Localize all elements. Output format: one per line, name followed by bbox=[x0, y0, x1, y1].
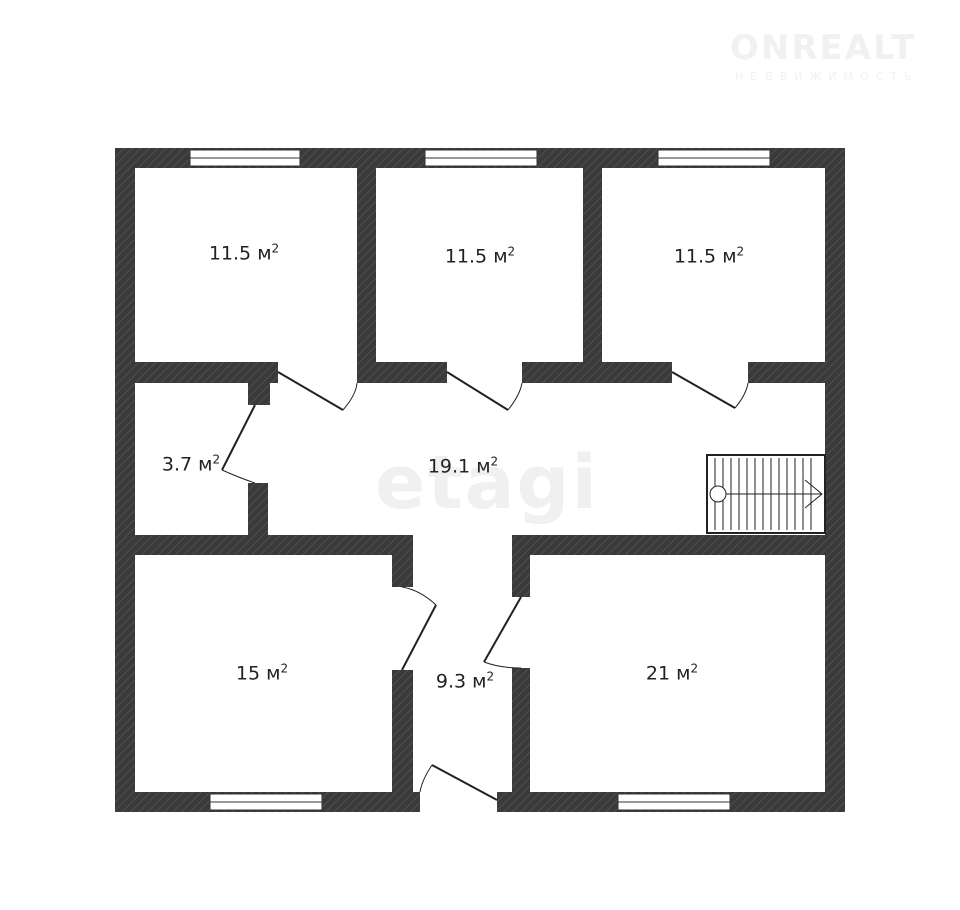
onrealt-logo-subtitle: НЕДВИЖИМОСТЬ bbox=[735, 70, 919, 83]
onrealt-logo: ONREALT bbox=[730, 28, 917, 68]
room-area-label: 19.1 м2 bbox=[427, 454, 499, 478]
room-area-label: 11.5 м2 bbox=[444, 244, 516, 268]
windows bbox=[189, 149, 771, 811]
room-area-label: 9.3 м2 bbox=[435, 669, 495, 693]
room-area-label: 15 м2 bbox=[235, 661, 289, 685]
doors bbox=[221, 371, 749, 801]
staircase bbox=[706, 454, 826, 534]
room-area-label: 11.5 м2 bbox=[208, 241, 280, 265]
room-area-label: 11.5 м2 bbox=[673, 244, 745, 268]
walls bbox=[115, 148, 845, 812]
room-area-label: 21 м2 bbox=[645, 661, 699, 685]
room-area-label: 3.7 м2 bbox=[161, 452, 221, 476]
etagi-watermark: etagi bbox=[375, 440, 599, 526]
